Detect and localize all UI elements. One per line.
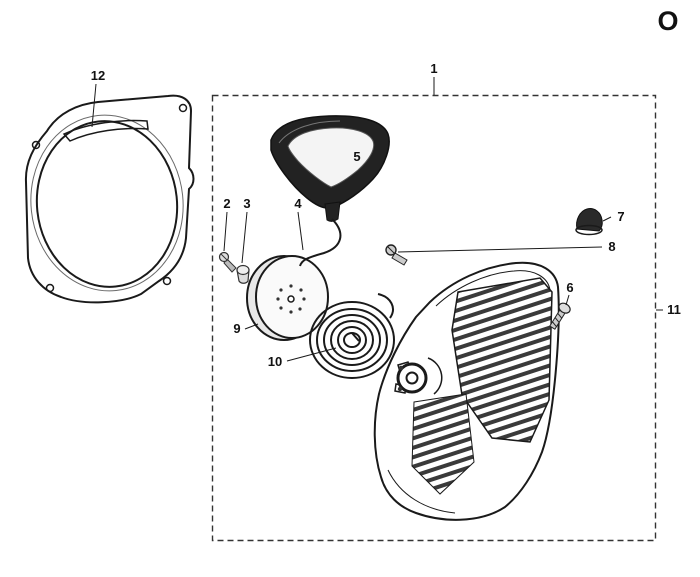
part-recoil-spring — [309, 293, 395, 379]
pulley-dot — [302, 297, 306, 301]
part-starter-rope — [299, 218, 342, 267]
part-label-9: 9 — [233, 321, 240, 336]
spring-coil-3 — [323, 314, 381, 366]
gasket-hole-1 — [178, 103, 188, 113]
spring-outer-hook — [377, 293, 394, 319]
gasket-hole-3 — [45, 283, 55, 293]
part-gasket — [24, 94, 195, 304]
part-label-11: 11 — [667, 302, 681, 317]
spring-coil-1 — [309, 301, 395, 379]
screw-8-slot — [387, 246, 395, 254]
leader-7 — [602, 216, 612, 222]
leader-3 — [241, 211, 248, 264]
pulley-dot — [298, 307, 302, 311]
leader-4 — [297, 211, 304, 251]
screw-6-thread-3 — [552, 321, 557, 328]
part-screw-6 — [549, 302, 571, 330]
part-label-1: 1 — [430, 61, 437, 76]
gasket-opening-outer-line — [30, 114, 184, 292]
housing-vent-upper — [451, 277, 553, 443]
part-label-12: 12 — [91, 68, 105, 83]
part-label-3: 3 — [243, 196, 250, 211]
housing-inner-rim-top — [435, 270, 551, 307]
gasket-hole-2 — [162, 276, 172, 286]
housing-outline — [373, 261, 560, 521]
spring-inner-hook — [351, 332, 360, 342]
screw-6-head — [558, 302, 571, 314]
part-label-7: 7 — [617, 209, 624, 224]
part-label-6: 6 — [566, 280, 573, 295]
handle-grip-hole — [287, 127, 375, 188]
housing-slot-arc — [427, 357, 443, 395]
housing-screw-dot-1 — [398, 365, 404, 371]
part-washer-3 — [236, 264, 250, 284]
pulley-dot — [299, 288, 303, 292]
leader-8 — [397, 246, 603, 253]
part-cap-7 — [575, 208, 603, 236]
part-starter-handle — [270, 115, 390, 222]
part-screw-8 — [385, 244, 408, 266]
leader-6 — [565, 294, 570, 306]
pulley-dot — [279, 306, 283, 310]
screw-8-shaft — [391, 252, 408, 266]
leader-12 — [91, 83, 97, 128]
gasket-top-slot — [62, 119, 149, 142]
part-label-2: 2 — [223, 196, 230, 211]
screw-6-thread-2 — [554, 317, 560, 323]
part-label-10: 10 — [268, 354, 282, 369]
leader-9 — [244, 323, 259, 330]
part-starter-housing — [373, 261, 560, 521]
screw-6-thread-1 — [557, 313, 563, 319]
part-screw-2 — [218, 251, 237, 273]
pulley-dot — [279, 288, 283, 292]
page-letter: O — [657, 6, 678, 36]
spring-coil-2 — [316, 308, 388, 372]
handle-top-highlight — [278, 120, 341, 144]
gasket-outline — [24, 94, 195, 304]
part-label-4: 4 — [294, 196, 302, 211]
pulley-dot-ring — [276, 284, 306, 314]
washer-3-top — [236, 264, 250, 276]
assembly-boundary — [211, 94, 657, 542]
pulley-dot — [289, 310, 293, 314]
leader-2 — [223, 211, 228, 252]
part-pulley — [246, 255, 329, 341]
gasket-hole-4 — [31, 140, 41, 150]
pulley-center-hole — [287, 295, 295, 303]
spring-coil-5 — [337, 326, 367, 354]
housing-vent-lower — [411, 393, 475, 495]
housing-screw-dot-2 — [397, 386, 403, 392]
housing-inner-rim-bottom — [387, 469, 456, 514]
part-label-8: 8 — [608, 239, 615, 254]
pulley-dot — [289, 284, 293, 288]
pulley-dot — [276, 297, 280, 301]
spring-coil-4 — [330, 320, 374, 360]
handle-rope-nub — [324, 201, 341, 222]
gasket-opening — [35, 120, 179, 288]
housing-center-hole — [405, 371, 419, 385]
screw-2-slot — [220, 253, 228, 261]
part-label-5: 5 — [353, 149, 360, 164]
leader-10 — [286, 347, 337, 362]
cap-base — [575, 224, 603, 236]
